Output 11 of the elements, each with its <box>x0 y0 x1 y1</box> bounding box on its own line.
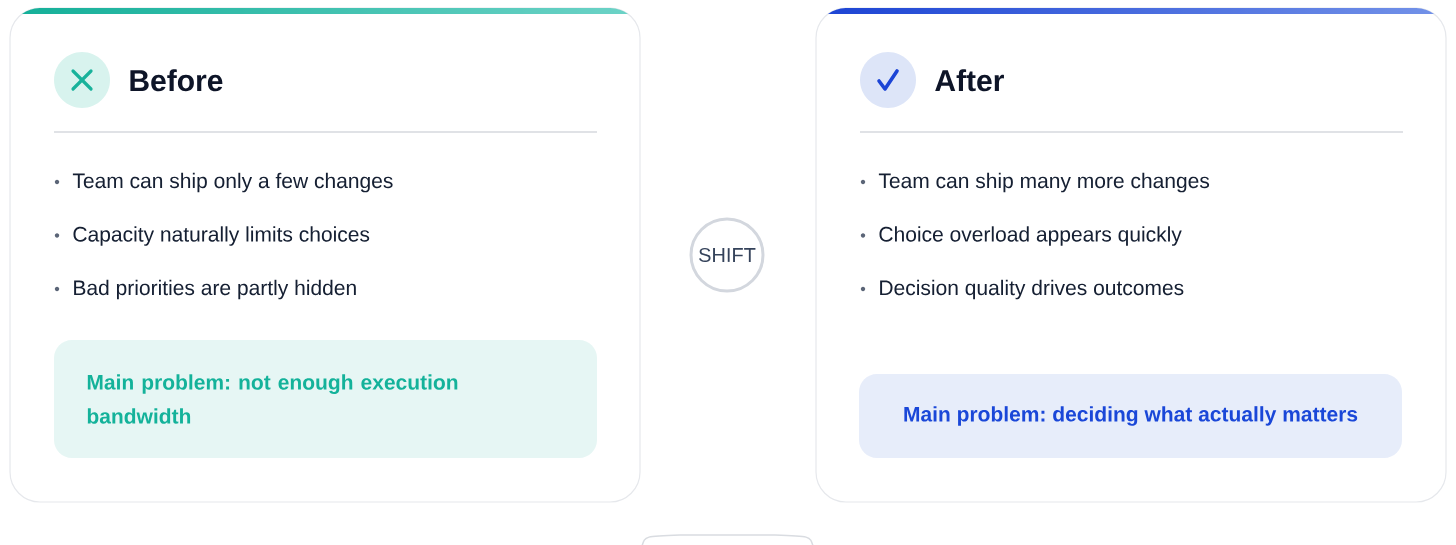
bullet-text: Team can ship many more changes <box>878 172 1210 193</box>
summary-box: Main problem: not enough execution bandwidth <box>54 340 597 458</box>
card-heading: Before <box>130 69 223 92</box>
bullet-text: Capacity naturally limits choices <box>73 226 370 246</box>
bullet-text: Bad priorities are partly hidden <box>74 279 356 300</box>
bullet-text: Team can ship only a few changes <box>72 172 393 193</box>
partial-box <box>641 534 814 545</box>
summary-box: Main problem: deciding what actually matters <box>859 374 1402 458</box>
bullet-text: Decision quality drives outcomes <box>880 279 1184 300</box>
card-heading: After <box>935 69 1004 92</box>
bullet-text: Choice overload appears quickly <box>879 226 1182 246</box>
